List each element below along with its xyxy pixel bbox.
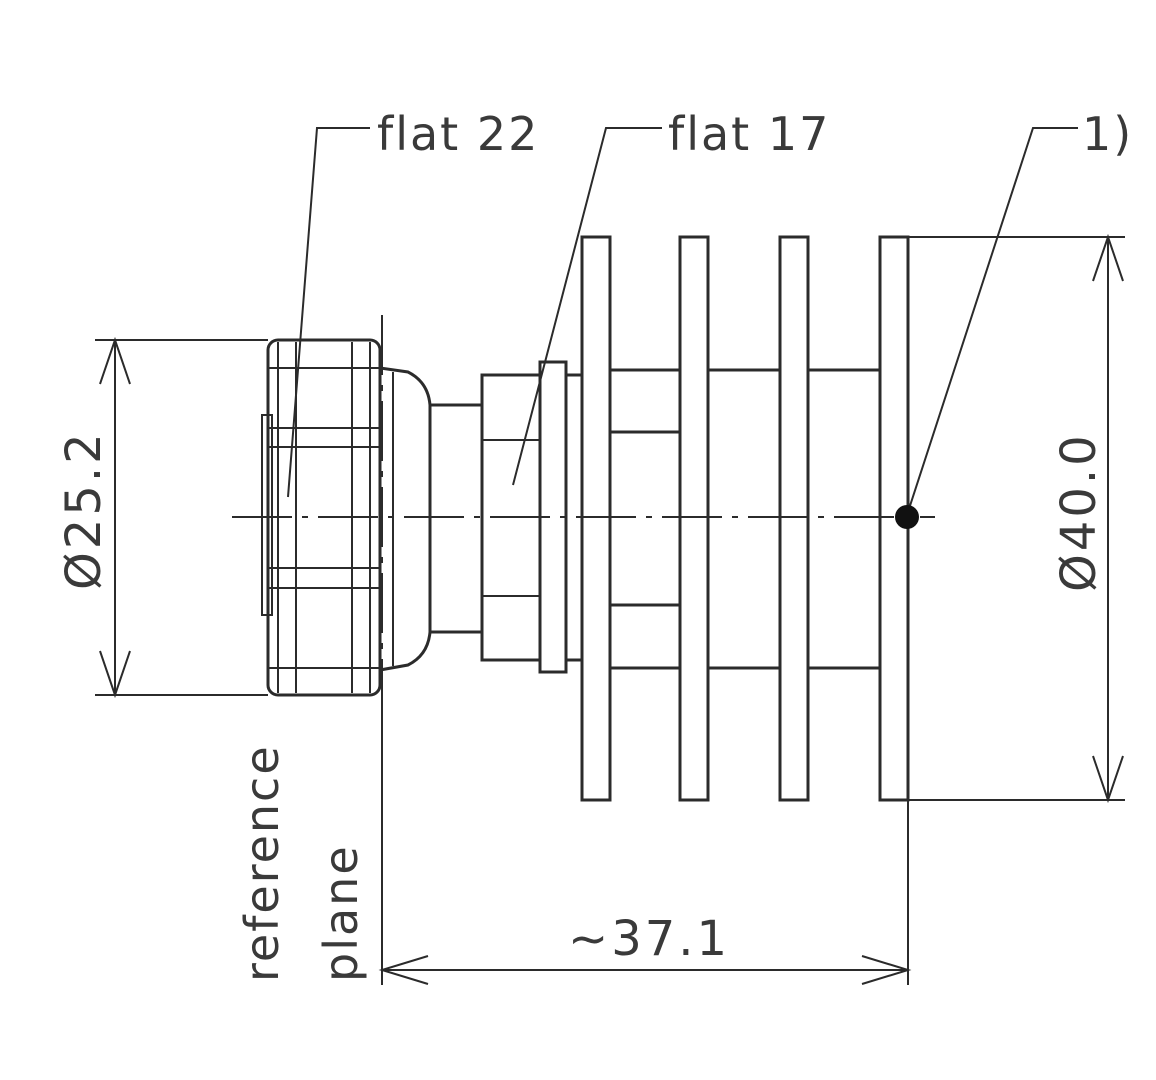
flat-17-label: flat 17 (668, 107, 830, 161)
dimension-diameter-large: Ø40.0 (908, 233, 1125, 804)
fin-3 (778, 235, 810, 802)
diameter-small-label: Ø25.2 (56, 430, 112, 590)
coupling-nut (261, 338, 382, 697)
flat-22-label: flat 22 (377, 107, 539, 161)
neck (430, 403, 482, 634)
fin-2 (678, 235, 710, 802)
diameter-large-label: Ø40.0 (1051, 432, 1107, 592)
note-1-marker (895, 505, 919, 529)
fin-1 (580, 235, 612, 802)
leader-note-1 (906, 127, 1078, 516)
nut-shoulder (379, 366, 432, 672)
dimension-length: ~37.1 (378, 700, 912, 985)
heatsink (580, 235, 910, 802)
reference-label: reference (235, 744, 289, 982)
leader-lines (287, 127, 1078, 529)
leader-flat-22 (287, 127, 370, 498)
dimension-diameter-small: Ø25.2 (56, 336, 268, 699)
length-label: ~37.1 (568, 911, 730, 967)
note-1-label: 1) (1082, 107, 1133, 161)
plane-label: plane (314, 844, 368, 982)
leader-flat-17 (512, 127, 662, 486)
